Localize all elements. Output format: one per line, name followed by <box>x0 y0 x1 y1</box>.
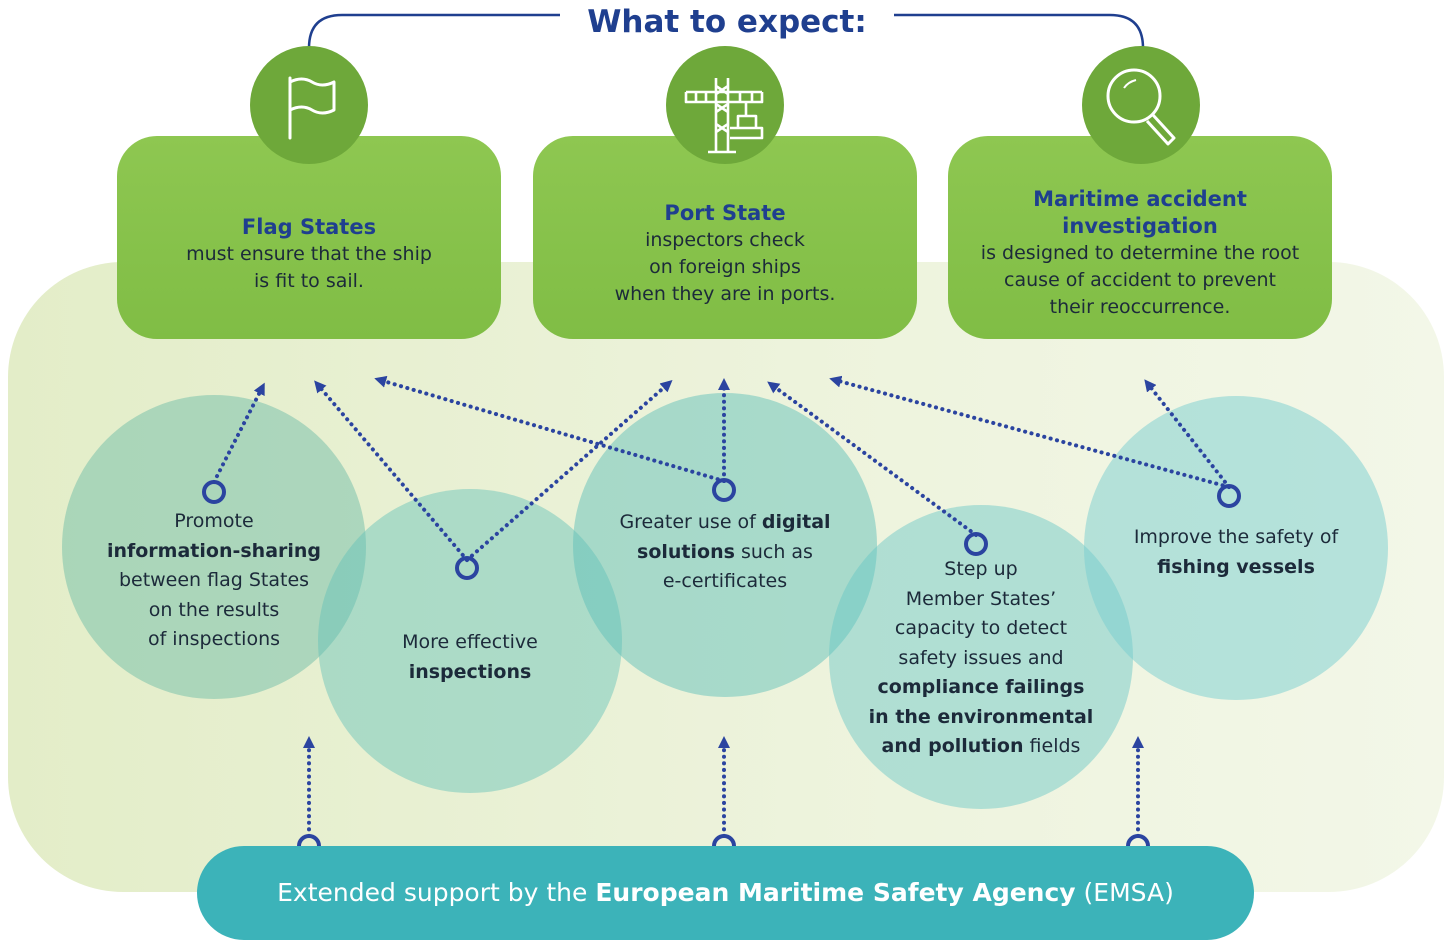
information-sharing-text: Promote information-sharing between flag… <box>106 510 322 650</box>
accident-investigation-line-2: cause of accident to prevent <box>1004 269 1276 291</box>
flag-states-line-1: must ensure that the ship <box>186 243 432 265</box>
circle-effective-inspections <box>318 489 622 793</box>
port-state-heading: Port State <box>664 201 786 225</box>
port-state-line-1: inspectors check <box>645 229 805 251</box>
magnifier-icon <box>1082 46 1200 164</box>
circle-digital-solutions <box>573 393 877 697</box>
digital-solutions-text: Greater use of digital solutions such as… <box>619 511 831 592</box>
effective-inspections-text: More effective inspections <box>402 631 538 683</box>
circle-fishing-vessels <box>1084 396 1388 700</box>
flag-states-line-2: is fit to sail. <box>254 270 364 292</box>
flag-icon <box>250 46 368 164</box>
port-state-line-2: on foreign ships <box>649 256 801 278</box>
port-state-box: Port State inspectors check on foreign s… <box>533 136 917 339</box>
diagram-title: What to expect: <box>560 2 894 42</box>
flag-states-heading: Flag States <box>241 215 377 239</box>
accident-investigation-heading-2: investigation <box>1062 214 1218 238</box>
accident-investigation-box: Maritime accident investigation is desig… <box>948 136 1332 339</box>
emsa-support-banner: Extended support by the European Maritim… <box>197 846 1254 940</box>
accident-investigation-line-3: their reoccurrence. <box>1049 296 1231 318</box>
fishing-vessels-text: Improve the safety of fishing vessels <box>1133 526 1339 578</box>
flag-states-box: Flag States must ensure that the ship is… <box>117 136 501 339</box>
port-crane-icon <box>666 46 784 164</box>
circle-member-states-capacity <box>829 505 1133 809</box>
accident-investigation-heading-1: Maritime accident <box>1033 187 1247 211</box>
port-state-line-3: when they are in ports. <box>614 283 836 305</box>
accident-investigation-line-1: is designed to determine the root <box>980 242 1300 264</box>
circle-information-sharing <box>62 395 366 699</box>
member-states-capacity-text: Step up Member States’ capacity to detec… <box>868 558 1094 757</box>
